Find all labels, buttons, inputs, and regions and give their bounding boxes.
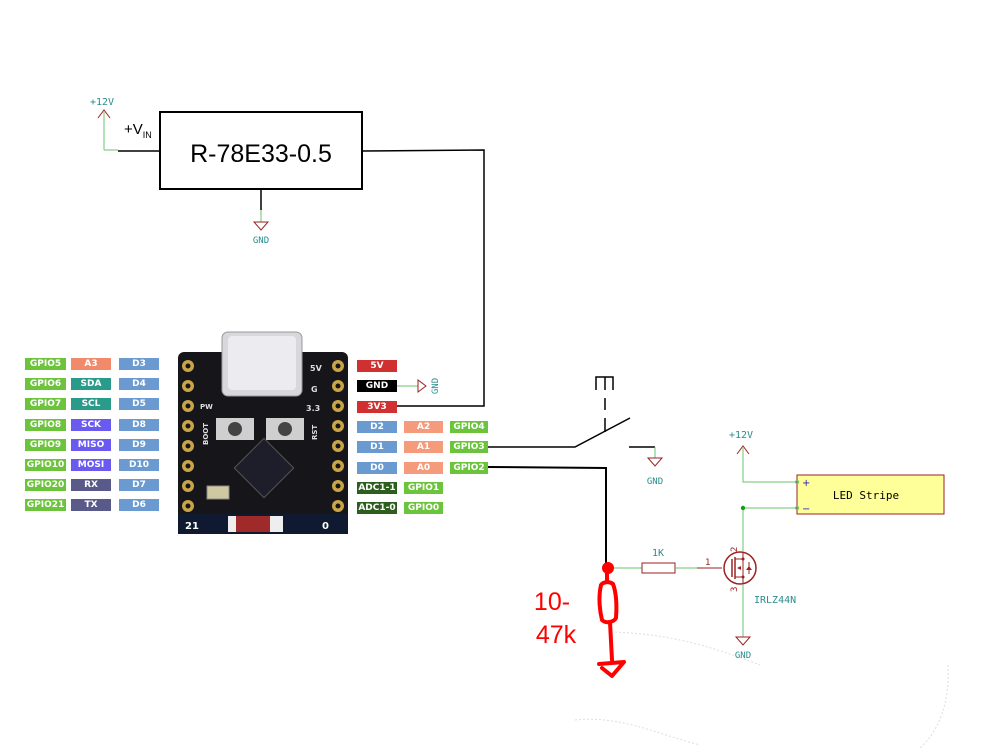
resistor-label: 1K (652, 548, 664, 559)
pin-label-digital: D8 (119, 418, 159, 431)
pin-label-function: SCL (71, 398, 111, 411)
microcontroller-board[interactable] (178, 331, 348, 534)
ground-icon (734, 636, 752, 646)
pin-label-function: TX (71, 499, 111, 512)
ground-icon (417, 379, 427, 393)
pulldown-value-line1: 10- (534, 588, 570, 616)
silk-rst: RST (311, 425, 319, 440)
pin-label-analog: A0 (404, 461, 443, 474)
wire-gpio2-gate (487, 466, 607, 568)
pin-label-gpio: GPIO9 (25, 438, 66, 451)
pin-label-function: MISO (71, 438, 111, 451)
mosfet-irlz44n[interactable] (723, 551, 757, 585)
pin-label-digital: D5 (119, 398, 159, 411)
sketch-line (574, 718, 701, 746)
pin-label-gpio: GPIO10 (25, 459, 66, 471)
pulldown-annotation (597, 562, 626, 678)
pin-label-adc: ADC1-1 (357, 482, 397, 494)
pin-label-gpio: GPIO0 (404, 502, 443, 515)
pin-label-digital: D10 (119, 459, 159, 471)
junction-dot (740, 505, 746, 511)
pin-label-gpio: GPIO5 (25, 358, 66, 370)
mcu-chip (233, 437, 295, 499)
pin-label-function: SDA (71, 378, 111, 391)
led-minus: − (802, 504, 810, 515)
switch-gnd-label: GND (647, 477, 663, 487)
pin-label-function: A3 (71, 358, 111, 370)
pin-label-gpio: GPIO1 (404, 482, 443, 494)
pin-label-digital: D2 (357, 421, 397, 433)
pin-label-digital: D4 (119, 378, 159, 391)
silk-pw: PW (200, 403, 213, 411)
pin-label-power: GND (357, 380, 397, 393)
led-stripe-label: LED Stripe (833, 489, 899, 502)
pin-label-digital: D0 (357, 461, 397, 474)
arrow-up-icon (736, 445, 750, 455)
regulator-part: R-78E33-0.5 (190, 140, 332, 168)
pin-label-gpio: GPIO2 (450, 461, 488, 474)
wire-drain-led (742, 507, 800, 552)
pulldown-value-line2: 47k (536, 621, 577, 649)
pin-label-adc: ADC1-0 (357, 502, 397, 515)
pin-label-analog: A1 (404, 441, 443, 454)
silk-21: 21 (185, 521, 199, 532)
ground-icon (646, 457, 664, 467)
pin-label-digital: D6 (119, 499, 159, 512)
silk-5v: 5V (310, 364, 323, 373)
led-supply-label: +12V (729, 430, 753, 441)
pin-label-function: RX (71, 479, 111, 492)
pin-label-gpio: GPIO7 (25, 398, 66, 411)
silk-33: 3.3 (306, 404, 320, 413)
pin-label-gpio: GPIO3 (450, 441, 488, 454)
led-plus: + (802, 478, 810, 489)
reg-gnd-label: GND (253, 236, 269, 246)
pin-label-digital: D7 (119, 479, 159, 492)
pin-label-gpio: GPIO6 (25, 378, 66, 391)
led-stripe-box[interactable] (796, 474, 945, 515)
pin-label-function: MOSI (71, 459, 111, 471)
resistor-1k[interactable] (641, 562, 676, 574)
pin-label-gpio: GPIO4 (450, 421, 488, 433)
supply-12v-regulator: +12V (90, 97, 118, 151)
supply-label: +12V (90, 97, 114, 108)
pin-label-gpio: GPIO21 (25, 499, 66, 512)
pin-label-power: 5V (357, 360, 397, 372)
regulator-box[interactable] (159, 111, 363, 190)
mosfet-pin1: 1 (705, 558, 710, 568)
silk-0: 0 (322, 521, 329, 532)
pin-label-digital: D3 (119, 358, 159, 370)
mosfet-pin2: 2 (730, 547, 740, 552)
sketch-line (614, 631, 761, 666)
wire-gpio3-switch (488, 417, 631, 448)
arrow-up-icon (97, 109, 111, 119)
wire-3v3 (361, 149, 485, 407)
header-gnd-label: GND (431, 378, 441, 394)
mosfet-pin3: 3 (730, 587, 740, 592)
mosfet-gnd-label: GND (735, 651, 751, 661)
silk-boot: BOOT (202, 423, 210, 445)
pin-label-gpio: GPIO20 (25, 479, 66, 492)
ground-icon (252, 221, 270, 231)
pin-label-analog: A2 (404, 421, 443, 433)
sketch-line (919, 664, 949, 749)
vin-label: +VIN (124, 121, 152, 140)
silk-g: G (311, 385, 318, 394)
pin-label-function: SCK (71, 418, 111, 431)
pin-label-power: 3V3 (357, 400, 397, 413)
mosfet-part-label: IRLZ44N (754, 595, 796, 606)
pin-label-digital: D1 (357, 441, 397, 454)
pin-label-gpio: GPIO8 (25, 418, 66, 431)
pin-label-digital: D9 (119, 438, 159, 451)
